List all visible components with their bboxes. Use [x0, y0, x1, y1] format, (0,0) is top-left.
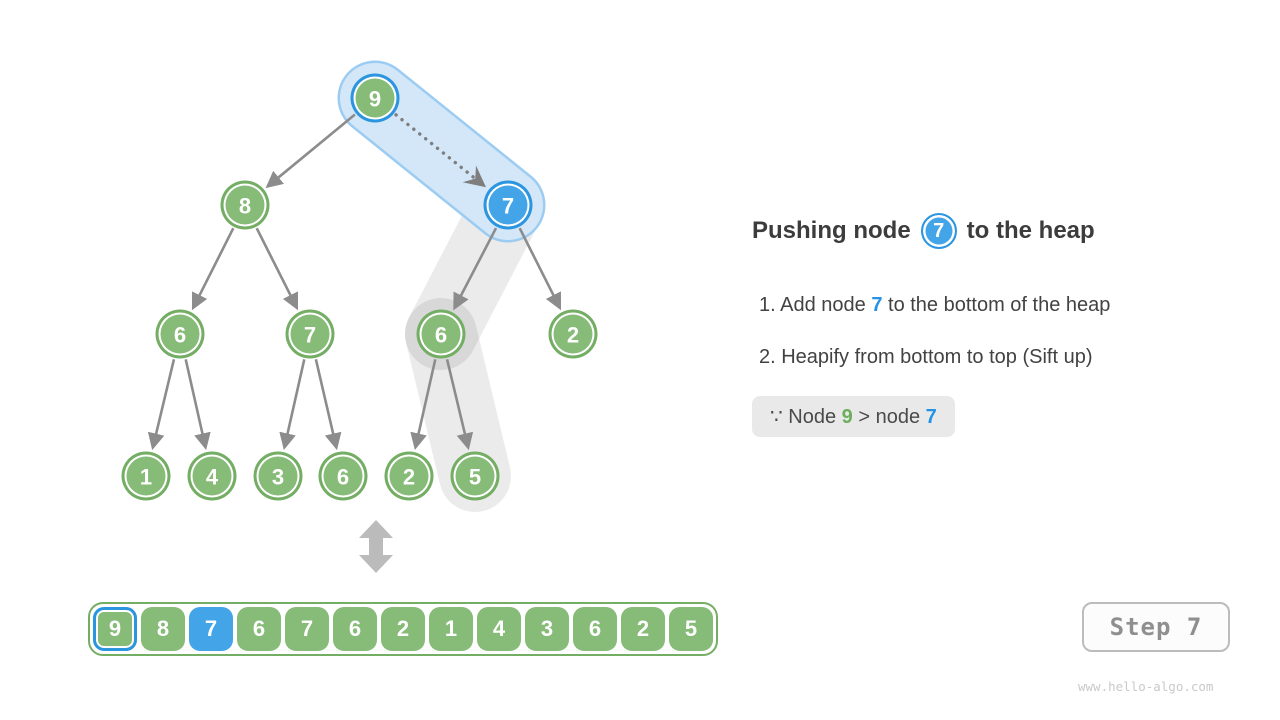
tree-node: 7 — [483, 180, 533, 230]
tree-node: 6 — [155, 309, 205, 359]
tree-node-value: 2 — [403, 465, 415, 490]
panel-title: Pushing node 7 to the heap — [752, 213, 1095, 249]
emphasized-value: 7 — [925, 406, 937, 428]
tree-node: 2 — [548, 309, 598, 359]
text-segment: 2. Heapify from bottom to top (Sift up) — [759, 346, 1093, 368]
array-cell: 2 — [381, 607, 425, 651]
tree-node-value: 3 — [272, 465, 284, 490]
array-cell: 6 — [573, 607, 617, 651]
emphasized-value: 7 — [871, 294, 883, 316]
tree-node: 5 — [450, 451, 500, 501]
title-prefix: Pushing node — [752, 217, 911, 244]
array-cell: 8 — [141, 607, 185, 651]
tree-node: 4 — [187, 451, 237, 501]
text-segment: 1. Add node — [759, 294, 872, 316]
array-cell: 7 — [285, 607, 329, 651]
text-segment: > node — [852, 406, 926, 428]
array-cell: 6 — [237, 607, 281, 651]
heap-tree-svg: 9 8 7 6 7 6 2 1 4 3 6 2 5 — [121, 60, 598, 573]
tree-node-value: 6 — [337, 465, 349, 490]
tree-node: 2 — [384, 451, 434, 501]
watermark: www.hello-algo.com — [1078, 679, 1214, 694]
node-badge: 7 — [920, 213, 957, 249]
tree-node: 6 — [416, 309, 466, 359]
tree-node-value: 2 — [567, 323, 579, 348]
text-segment: to the bottom of the heap — [882, 294, 1111, 316]
tree-node: 3 — [253, 451, 303, 501]
tree-node: 9 — [350, 73, 400, 123]
array-cell: 7 — [189, 607, 233, 651]
highlight-capsules — [337, 60, 546, 512]
step-list: 1. Add node 7 to the bottom of the heap … — [759, 292, 1110, 396]
step-item-2: 2. Heapify from bottom to top (Sift up) — [759, 344, 1110, 371]
swap-icon — [359, 520, 393, 573]
tree-node-value: 6 — [174, 323, 186, 348]
tree-node: 8 — [220, 180, 270, 230]
array-cell: 1 — [429, 607, 473, 651]
tree-node-value: 5 — [469, 465, 481, 490]
tree-node-value: 4 — [206, 465, 219, 490]
step-item-1: 1. Add node 7 to the bottom of the heap — [759, 292, 1110, 319]
note-box: ∵ Node 9 > node 7 — [752, 396, 955, 437]
text-segment: ∵ Node — [770, 406, 842, 428]
tree-node-value: 7 — [304, 323, 316, 348]
array-cell: 2 — [621, 607, 665, 651]
array-cell: 6 — [333, 607, 377, 651]
tree-node-value: 6 — [435, 323, 447, 348]
tree-nodes: 9 8 7 6 7 6 2 1 4 3 6 2 5 — [121, 73, 598, 501]
tree-node-value: 7 — [502, 194, 514, 219]
array-cell: 4 — [477, 607, 521, 651]
title-suffix: to the heap — [966, 217, 1095, 244]
emphasized-value: 9 — [841, 406, 853, 428]
tree-edges — [147, 113, 562, 451]
tree-node-value: 8 — [239, 194, 251, 219]
tree-node: 1 — [121, 451, 171, 501]
tree-node-value: 9 — [369, 87, 381, 112]
array-cell: 5 — [669, 607, 713, 651]
tree-node: 6 — [318, 451, 368, 501]
tree-node: 7 — [285, 309, 335, 359]
array-cell: 3 — [525, 607, 569, 651]
tree-node-value: 1 — [140, 465, 152, 490]
array-cell: 9 — [93, 607, 137, 651]
step-button[interactable]: Step 7 — [1082, 602, 1230, 652]
